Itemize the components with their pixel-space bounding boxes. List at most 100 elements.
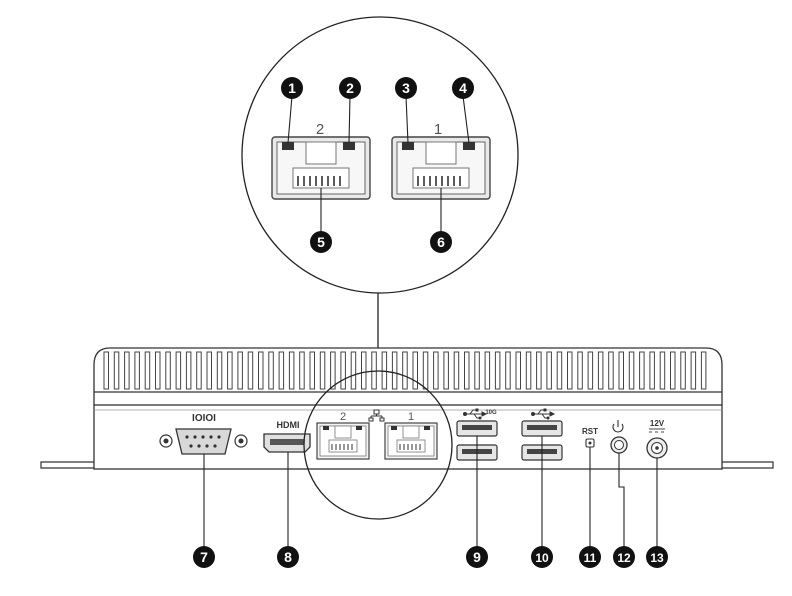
- dc-power-jack: 12V: [646, 419, 668, 459]
- callout-marker-8: [277, 546, 299, 568]
- callout-marker-3: [395, 77, 417, 99]
- heatsink-fin: [175, 351, 182, 390]
- zoom-led-1b: [463, 142, 475, 150]
- heatsink-fin: [196, 351, 202, 390]
- usb-icon: [531, 408, 556, 420]
- rst-label: RST: [582, 427, 598, 436]
- zoom-leader-lines: [287, 95, 470, 232]
- callout-marker-13: [646, 546, 668, 568]
- heatsink-fin: [494, 351, 501, 390]
- heatsink-fin: [391, 351, 398, 390]
- callout-number-12: 12: [617, 551, 631, 565]
- heatsink-fins: [103, 351, 707, 390]
- heatsink-fin: [268, 351, 274, 390]
- callout-number-5: 5: [317, 234, 325, 250]
- lan-port-1-label: 1: [408, 411, 414, 423]
- heatsink-fin: [690, 351, 697, 390]
- heatsink-fin: [361, 351, 367, 390]
- callout-number-8: 8: [284, 549, 292, 565]
- heatsink-fin: [103, 351, 109, 390]
- heatsink-fin: [422, 351, 429, 390]
- heatsink-fin: [350, 351, 357, 390]
- heatsink-fin: [670, 351, 676, 390]
- heatsink-fin: [309, 351, 315, 390]
- callout-number-11: 11: [584, 551, 597, 565]
- mounting-flange-right: [715, 461, 774, 469]
- usb-10g-label: 10G: [485, 410, 497, 416]
- heatsink-fin: [597, 351, 604, 390]
- heatsink-fin: [330, 351, 336, 390]
- heatsink-fin: [319, 351, 326, 390]
- callout-number-9: 9: [473, 549, 481, 565]
- zoom-magnifier: 2 1: [241, 16, 519, 372]
- heatsink-fin: [155, 351, 161, 390]
- callout-marker-9: [466, 546, 488, 568]
- callout-number-1: 1: [288, 80, 296, 96]
- heatsink-fin: [288, 351, 295, 390]
- heatsink-fin: [587, 351, 594, 390]
- heatsink-fin: [505, 351, 511, 390]
- heatsink-fin: [165, 351, 171, 390]
- heatsink-fin: [412, 351, 418, 390]
- zoom-led-1a: [402, 142, 414, 150]
- heatsink-fin: [546, 351, 552, 390]
- callout-marker-7: [193, 546, 215, 568]
- callout-marker-6: [430, 231, 452, 253]
- mounting-flange-left: [40, 461, 99, 469]
- heatsink-fin: [124, 351, 130, 390]
- zoom-led-2a: [282, 142, 294, 150]
- heatsink-fin: [340, 351, 346, 390]
- heatsink-fin: [113, 351, 120, 390]
- callout-marker-2: [339, 77, 361, 99]
- serial-label: IOIOI: [192, 413, 216, 424]
- serial-port: IOIOI: [159, 413, 248, 455]
- heatsink-fin: [536, 351, 542, 390]
- heatsink-fin: [515, 351, 521, 390]
- heatsink-fin: [556, 351, 563, 390]
- callout-number-2: 2: [346, 80, 354, 96]
- zoom-port-label-1: 1: [434, 121, 442, 138]
- heatsink-fin: [144, 351, 151, 390]
- power-button: [610, 420, 628, 454]
- callout-marker-5: [310, 231, 332, 253]
- heatsink-fin: [433, 351, 439, 390]
- heatsink-fin: [206, 351, 212, 390]
- hdmi-label: HDMI: [277, 420, 300, 430]
- heatsink-fin: [608, 351, 614, 390]
- heatsink-fin: [700, 351, 707, 390]
- lan-port-2: 2: [316, 411, 370, 460]
- heatsink-fin: [443, 351, 449, 390]
- callout-number-6: 6: [437, 234, 445, 250]
- heatsink-fin: [484, 351, 491, 390]
- heatsink-fin: [381, 351, 388, 390]
- heatsink-fin: [134, 351, 140, 390]
- callout-marker-10: [531, 546, 553, 568]
- heatsink-fin: [247, 351, 254, 390]
- hdmi-port: HDMI: [263, 420, 311, 453]
- callout-marker-1: [281, 77, 303, 99]
- callout-number-4: 4: [459, 80, 467, 96]
- callout-number-7: 7: [200, 549, 208, 565]
- zoom-port-label-2: 2: [316, 121, 324, 138]
- heatsink-fin: [649, 351, 655, 390]
- heatsink-fin: [216, 351, 223, 390]
- callout-number-3: 3: [402, 80, 410, 96]
- lan-port-1: 1: [384, 411, 438, 460]
- panel-leader-lines: [203, 436, 658, 547]
- lan-port-2-label: 2: [340, 411, 346, 423]
- power-icon: [612, 420, 624, 433]
- heatsink-fin: [258, 351, 264, 390]
- heatsink-fin: [402, 351, 408, 390]
- heatsink-fin: [618, 351, 624, 390]
- heatsink-fin: [227, 351, 233, 390]
- heatsink-fin: [628, 351, 635, 390]
- callout-marker-12: [613, 546, 635, 568]
- zoom-led-2b: [343, 142, 355, 150]
- heatsink-fin: [464, 351, 470, 390]
- heatsink-fin: [185, 351, 192, 390]
- heatsink-fin: [237, 351, 243, 390]
- usb-icon: [463, 408, 488, 420]
- heatsink-fin: [680, 351, 686, 390]
